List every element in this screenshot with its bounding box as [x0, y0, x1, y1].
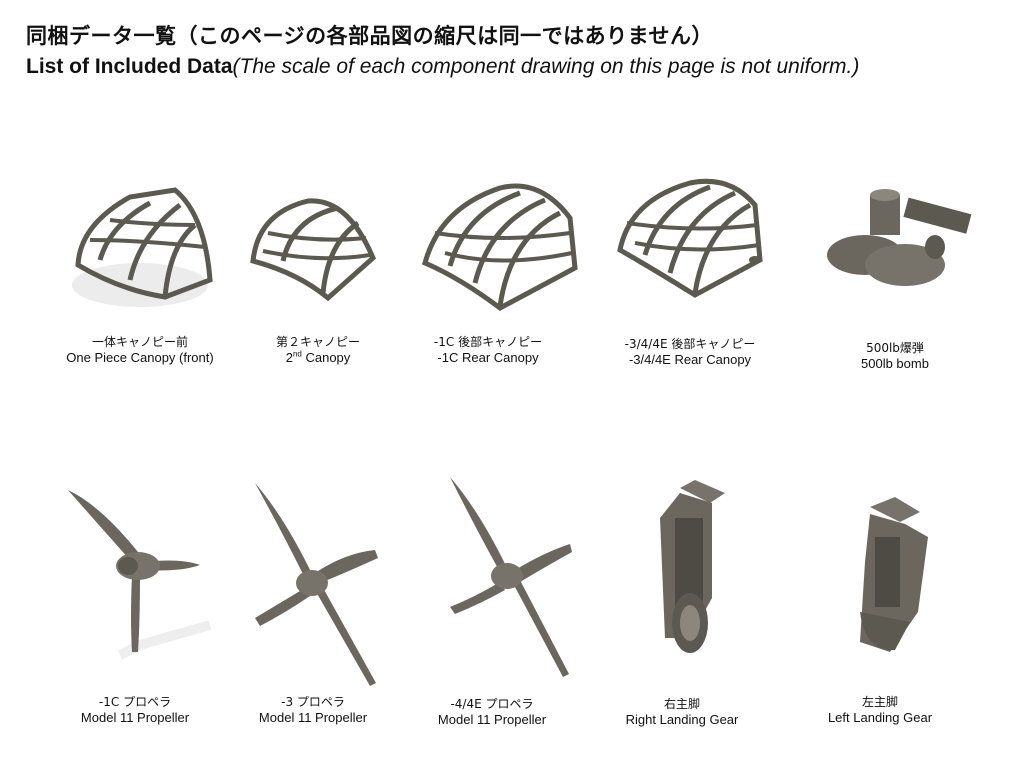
part-label-jp: -1C 後部キャノピー	[433, 335, 543, 349]
title-en-main: List of Included Data	[26, 55, 233, 78]
part-label-jp: 一体キャノピー前	[91, 335, 188, 349]
part-label-jp: -3 プロペラ	[281, 695, 345, 709]
canopy-rear-1c-icon	[422, 183, 578, 311]
part-label-jp: 第２キャノピー	[275, 335, 360, 349]
part-label-en: -3/4/4E Rear Canopy	[628, 352, 752, 367]
part-label-en: 500lb bomb	[861, 356, 929, 371]
part-label-jp: -3/4/4E 後部キャノピー	[624, 337, 756, 351]
propeller-1c-icon	[68, 490, 212, 660]
propeller-44e-icon	[450, 477, 572, 677]
canopy-second-icon	[250, 198, 376, 302]
part-label-jp: 左主脚	[861, 695, 898, 709]
part-label-en: One Piece Canopy (front)	[66, 350, 214, 365]
part-label-en: Right Landing Gear	[625, 712, 739, 727]
page-title-jp: 同梱データ一覧（このページの各部品図の縮尺は同一ではありません）	[26, 24, 713, 48]
part-label-jp: 右主脚	[663, 697, 700, 711]
part-label-jp: -4/4E プロペラ	[450, 697, 534, 711]
part-label-jp: 500lb爆弾	[866, 341, 924, 355]
canopy-front-icon	[72, 187, 213, 307]
canopy-rear-344e-icon	[617, 178, 763, 298]
part-label-en: Model 11 Propeller	[80, 710, 190, 725]
part-label-en: Left Landing Gear	[827, 710, 933, 725]
title-en-note: (The scale of each component drawing on …	[232, 55, 860, 78]
landing-gear-left-icon	[860, 497, 928, 652]
landing-gear-right-icon	[660, 480, 725, 653]
bomb-icon	[827, 189, 972, 286]
part-label-en: -1C Rear Canopy	[437, 350, 539, 365]
part-label-en: Model 11 Propeller	[437, 712, 547, 727]
part-label-en: 2nd Canopy	[285, 349, 351, 365]
propeller-3-icon	[255, 483, 378, 686]
page-title-en: List of Included Data(The scale of each …	[26, 55, 859, 79]
part-label-en: Model 11 Propeller	[258, 710, 368, 725]
part-label-jp: -1C プロペラ	[98, 695, 172, 709]
